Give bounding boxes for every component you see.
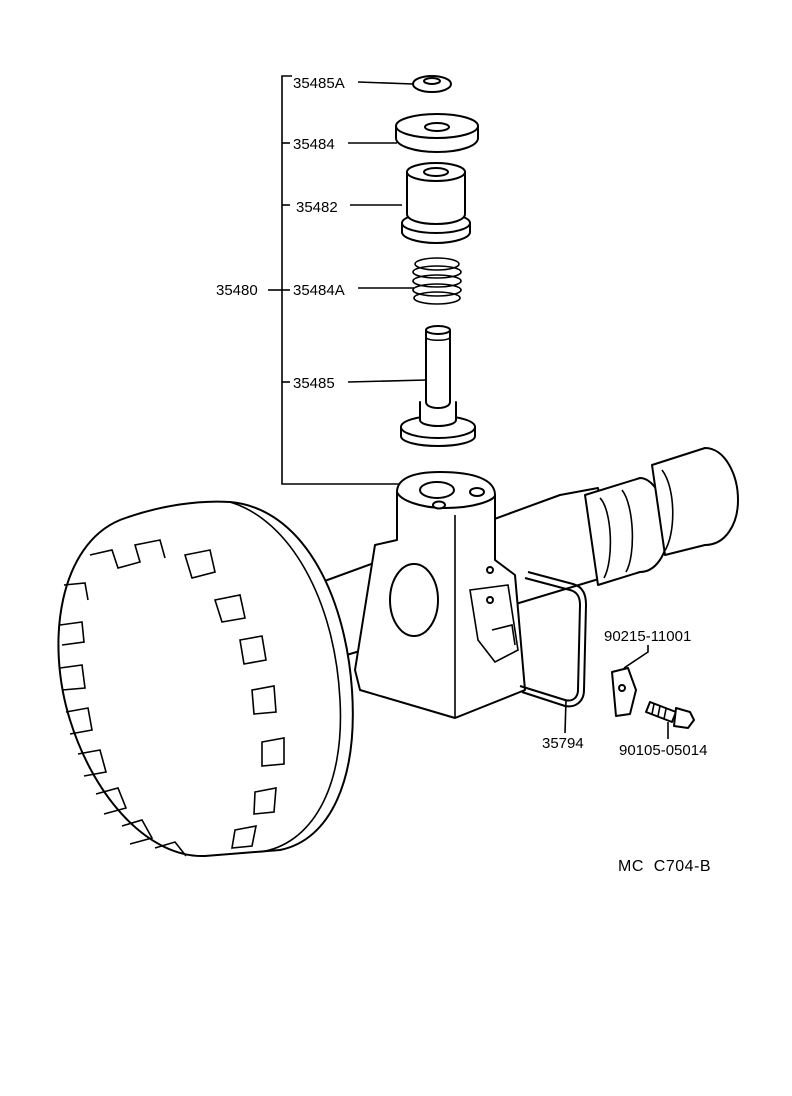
- diagram-code: MC C704-B: [618, 858, 711, 875]
- part-35485A-clip: [412, 75, 452, 93]
- part-35482-weight: [401, 162, 471, 244]
- part-35484A-spring: [412, 257, 462, 305]
- label-35485A: 35485A: [293, 75, 345, 92]
- label-90215-11001: 90215-11001: [604, 628, 691, 645]
- part-35485-shaft: [400, 325, 476, 447]
- part-35484-washer: [395, 113, 479, 153]
- clutch-drum: [57, 500, 354, 858]
- plate: [611, 667, 637, 717]
- label-35794: 35794: [542, 735, 584, 752]
- label-35484A: 35484A: [293, 282, 345, 299]
- label-35482: 35482: [296, 199, 338, 216]
- bolt: [645, 701, 695, 729]
- label-90105-05014: 90105-05014: [619, 742, 707, 759]
- label-35480: 35480: [216, 282, 258, 299]
- governor-body: [354, 471, 526, 719]
- wire-clip: [519, 571, 588, 708]
- label-35485: 35485: [293, 375, 335, 392]
- leader-lines: [268, 75, 669, 739]
- label-35484: 35484: [293, 136, 335, 153]
